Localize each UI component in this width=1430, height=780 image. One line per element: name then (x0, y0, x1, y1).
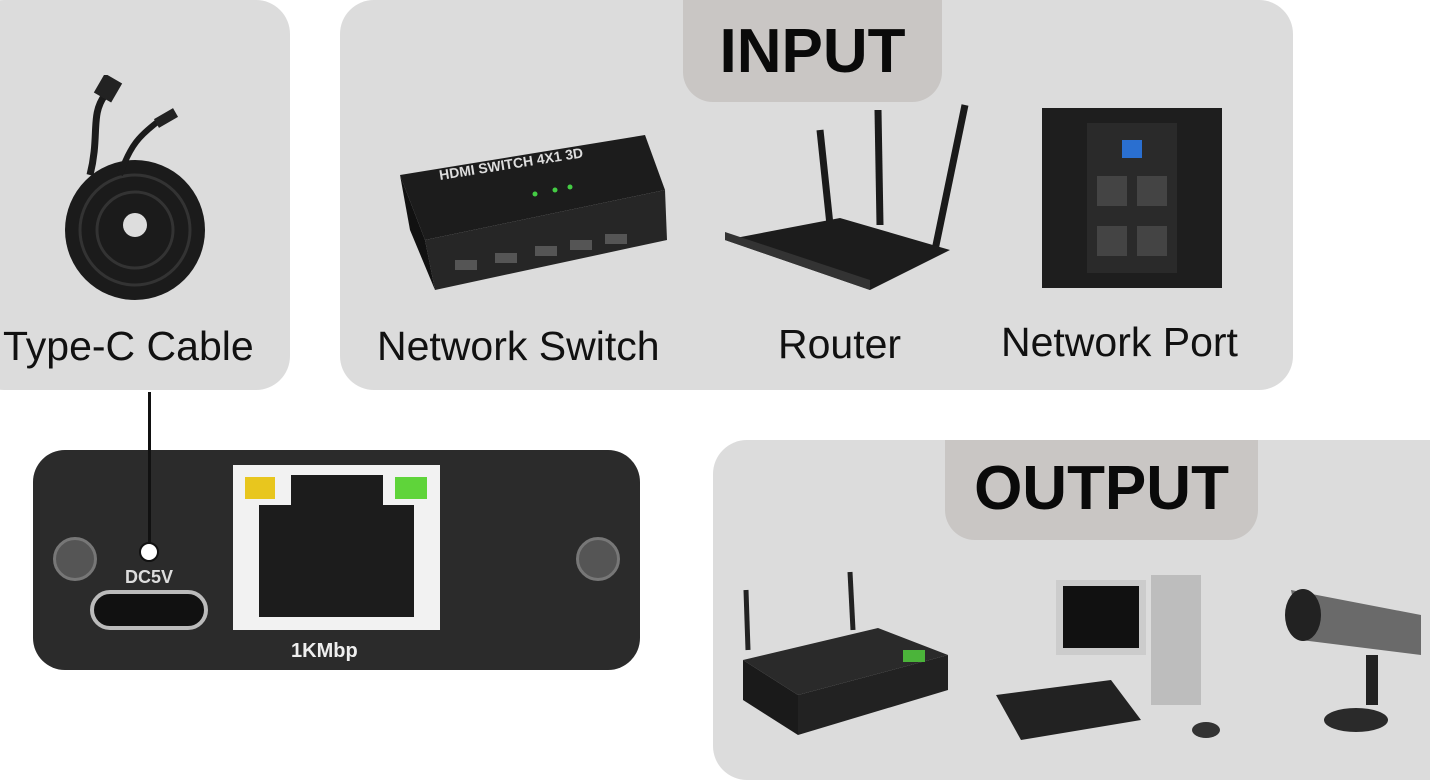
speed-label: 1KMbp (291, 640, 358, 662)
wall-network-port-icon (1042, 108, 1222, 288)
type-c-cable-icon (65, 75, 205, 300)
cable-panel: Type-C Cable (0, 0, 290, 390)
hdmi-switch-icon: HDMI SWITCH 4X1 3D (400, 135, 667, 290)
connector-dot (139, 542, 159, 562)
output-title: OUTPUT (945, 440, 1258, 540)
network-port-label: Network Port (1001, 319, 1238, 365)
screw-right-icon (576, 537, 620, 581)
router-icon (725, 104, 969, 290)
network-switch-label: Network Switch (377, 323, 660, 369)
set-top-box-icon (743, 571, 948, 735)
led-green (395, 477, 427, 499)
connector-line (148, 392, 151, 552)
input-title: INPUT (683, 0, 942, 102)
adapter-panel: DC5V 1KMbp (33, 450, 640, 670)
input-panel: INPUT HDMI SWITCH 4X1 3D Network Switch … (340, 0, 1293, 390)
security-camera-icon (1285, 589, 1421, 732)
dc5v-label: DC5V (125, 567, 174, 587)
type-c-port[interactable] (90, 590, 208, 630)
port-latch (291, 475, 383, 505)
ethernet-port[interactable] (233, 465, 440, 630)
port-socket (259, 505, 414, 617)
screw-left-icon (53, 537, 97, 581)
desktop-computer-icon (996, 575, 1220, 740)
router-label: Router (778, 321, 902, 367)
output-panel: OUTPUT (713, 440, 1430, 780)
type-c-cable-label: Type-C Cable (3, 323, 254, 369)
led-yellow (245, 477, 275, 499)
